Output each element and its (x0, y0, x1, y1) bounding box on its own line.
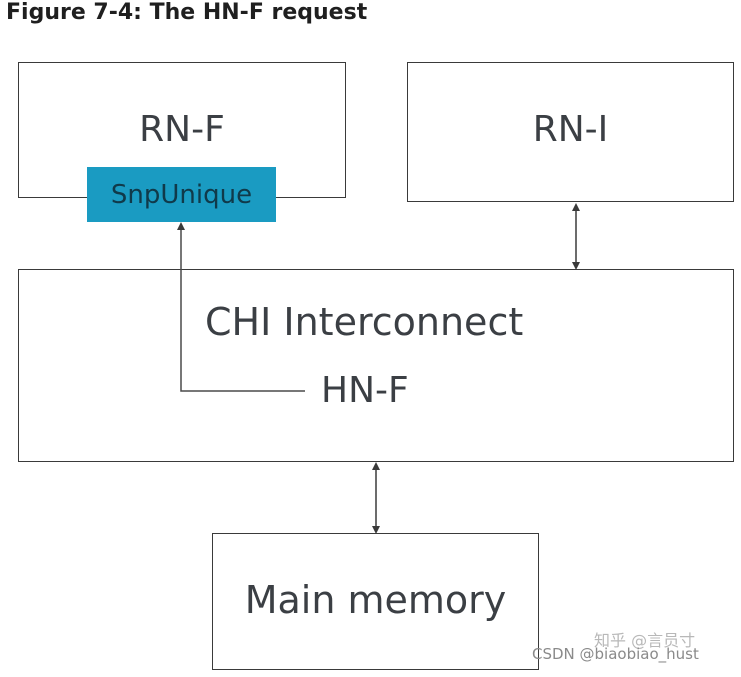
chi-interconnect-label: CHI Interconnect (205, 300, 524, 344)
figure-title: Figure 7-4: The HN-F request (6, 0, 368, 25)
snpunique-label: SnpUnique (87, 167, 276, 222)
rn-f-box: RN-F (18, 62, 346, 198)
main-memory-box: Main memory (212, 533, 539, 670)
hn-f-label: HN-F (321, 370, 409, 411)
rn-i-box: RN-I (407, 62, 734, 202)
zhihu-watermark: 知乎 @言员寸 (594, 631, 696, 650)
csdn-watermark: CSDN @biaobiao_hust (532, 645, 699, 663)
rn-i-label: RN-I (532, 109, 609, 150)
chi-interconnect-box: CHI Interconnect HN-F (18, 269, 734, 462)
snoop-arrow (177, 222, 305, 392)
rn-f-label: RN-F (139, 109, 225, 150)
main-memory-label: Main memory (244, 578, 507, 622)
